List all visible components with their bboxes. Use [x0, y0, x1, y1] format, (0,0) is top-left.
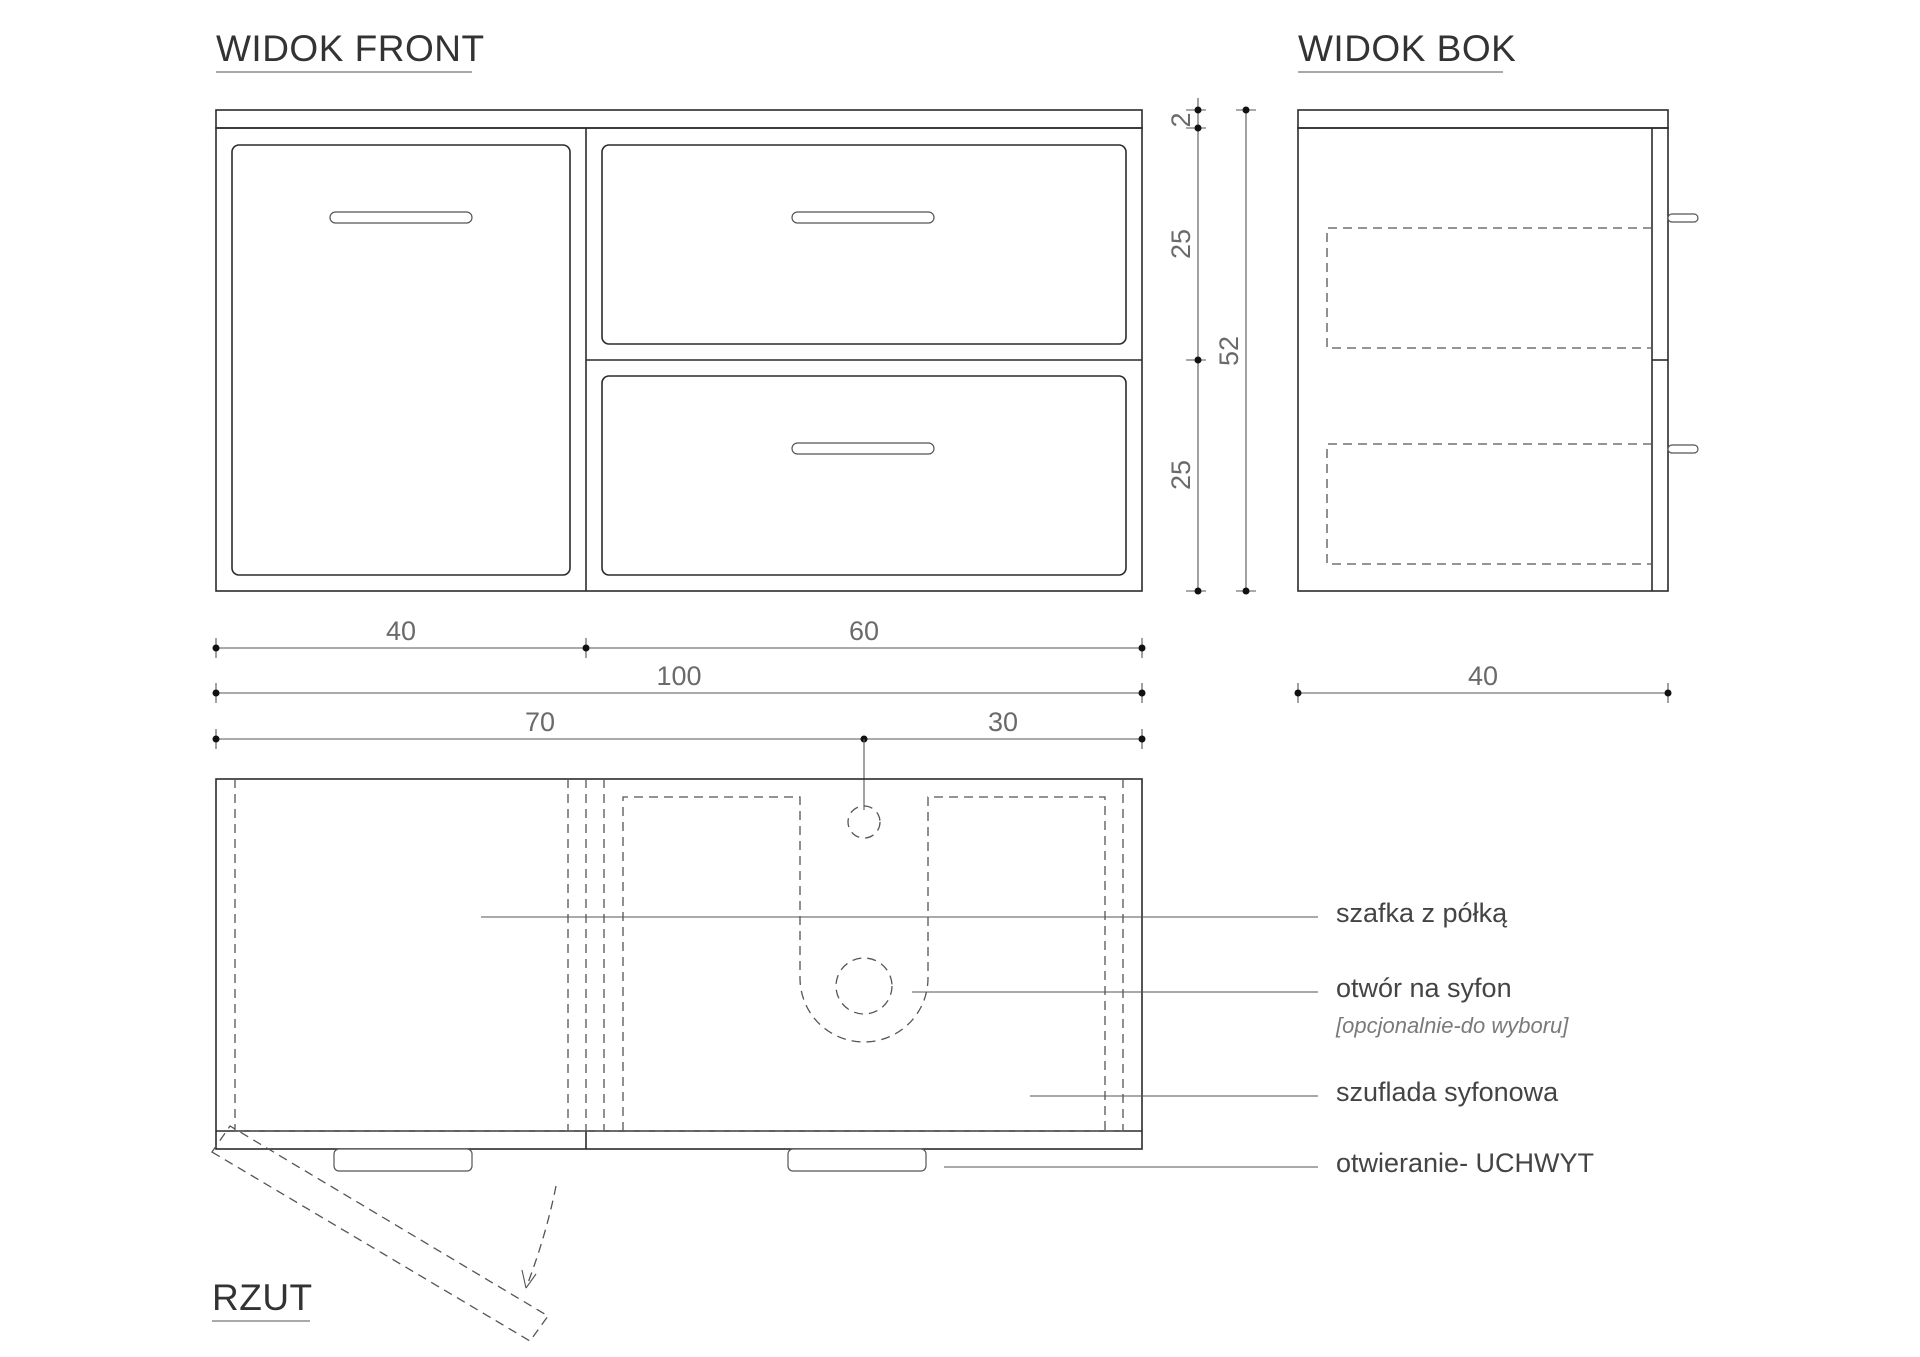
dim-height-drawer-1: 25: [1166, 229, 1196, 259]
callouts: szafka z półką otwór na syfon [opcjonaln…: [481, 898, 1594, 1178]
lower-drawer-handle: [791, 442, 935, 455]
front-width-dimensions: 40 60 100: [212, 616, 1146, 703]
side-upper-drawer-hidden: [1326, 227, 1652, 349]
siphon-drawer-hidden: [622, 796, 1106, 1131]
upper-drawer-front: [601, 144, 1127, 345]
front-view: WIDOK FRONT: [215, 28, 1143, 592]
siphon-hole-large: [835, 957, 893, 1015]
callout-opening: otwieranie- UCHWYT: [1336, 1148, 1594, 1178]
siphon-hole-small: [847, 805, 881, 839]
door-handle: [329, 211, 473, 224]
door-swing-arc: [525, 1185, 557, 1289]
upper-drawer-handle: [791, 211, 935, 224]
plan-drawer-handle: [787, 1148, 927, 1172]
dim-height-total: 52: [1214, 336, 1244, 366]
callout-siphon-hole: otwór na syfon: [1336, 973, 1512, 1003]
lower-drawer-front: [601, 375, 1127, 576]
front-view-title: WIDOK FRONT: [216, 28, 485, 69]
dim-side-depth: 40: [1468, 661, 1498, 691]
dim-width-total: 100: [656, 661, 701, 691]
plan-door-handle: [333, 1148, 473, 1172]
plan-dimensions: 70 30: [212, 707, 1146, 810]
door-swing-open-position: [211, 1125, 549, 1342]
dim-plan-left: 70: [525, 707, 555, 737]
side-depth-dimension: 40: [1294, 661, 1672, 703]
plan-view-title: RZUT: [212, 1277, 313, 1318]
plan-cabinet-outline: [215, 778, 1143, 1150]
side-lower-handle: [1667, 444, 1699, 454]
door-swing-arrow-icon: [521, 1269, 537, 1289]
callout-siphon-drawer: szuflada syfonowa: [1336, 1077, 1559, 1107]
side-lower-drawer-hidden: [1326, 443, 1652, 565]
cabinet-door: [231, 144, 571, 576]
side-view-title: WIDOK BOK: [1298, 28, 1516, 69]
dim-plan-right: 30: [988, 707, 1018, 737]
dim-width-right: 60: [849, 616, 879, 646]
callout-siphon-hole-note: [opcjonalnie-do wyboru]: [1335, 1013, 1569, 1038]
side-countertop: [1297, 109, 1669, 129]
front-height-dimensions: 2 25 25 52: [1166, 98, 1256, 595]
dim-height-drawer-2: 25: [1166, 460, 1196, 490]
dim-width-left: 40: [386, 616, 416, 646]
side-upper-handle: [1667, 213, 1699, 223]
side-view: WIDOK BOK: [1297, 28, 1699, 592]
countertop: [215, 109, 1143, 129]
callout-cabinet: szafka z półką: [1336, 898, 1508, 928]
side-cabinet-body: [1297, 127, 1669, 592]
plan-view: RZUT: [211, 778, 1143, 1342]
dim-height-top: 2: [1166, 112, 1196, 127]
